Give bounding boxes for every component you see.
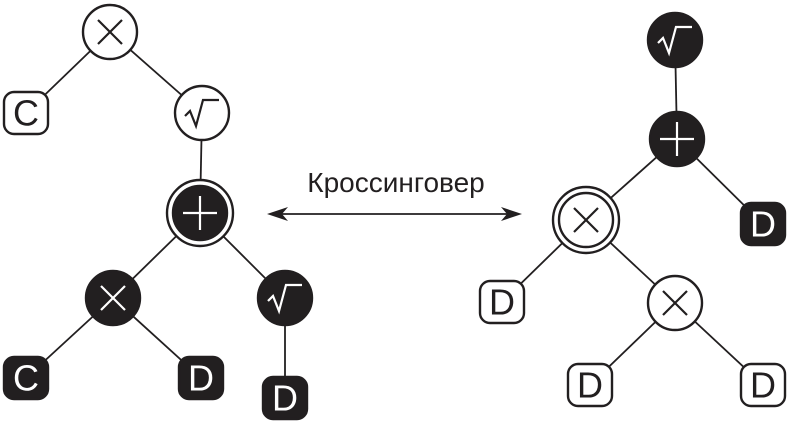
sqrt-icon	[657, 25, 692, 57]
tree-node-multiply	[81, 3, 139, 61]
sqrt-icon	[267, 283, 302, 315]
terminal-letter: D	[272, 378, 298, 419]
multiply-icon	[662, 290, 688, 316]
node-shape	[2, 90, 50, 136]
node-shape	[2, 355, 50, 401]
diagram-content: C C D D D D D D	[2, 3, 787, 421]
tree-node-letter: C	[2, 90, 50, 136]
terminal-letter: D	[750, 204, 776, 245]
tree-node-plus-selected	[165, 178, 235, 248]
sqrt-icon	[184, 98, 219, 130]
multiply-icon	[573, 207, 599, 233]
tree-node-sqrt	[256, 269, 314, 327]
arrow-head-left	[267, 207, 288, 221]
terminal-letter: D	[577, 365, 603, 406]
node-shape	[261, 375, 309, 421]
tree-node-multiply	[646, 274, 704, 332]
offspring-tree-right: D D D D	[478, 11, 787, 408]
tree-node-sqrt	[173, 84, 231, 142]
crossover-arrow	[267, 207, 522, 221]
node-shape	[478, 279, 526, 325]
node-shape	[173, 84, 231, 142]
node-shape	[739, 362, 787, 408]
parent-tree-left: C C D D	[2, 3, 314, 421]
offspring-tree-right-edges	[501, 39, 764, 386]
terminal-letter: D	[188, 358, 214, 399]
tree-node-sqrt	[646, 11, 704, 69]
node-shape	[566, 362, 614, 408]
arrow-head-right	[501, 207, 522, 221]
node-shape	[177, 355, 225, 401]
tree-node-letter: D	[739, 201, 787, 247]
terminal-letter: C	[13, 358, 39, 399]
terminal-letter: D	[750, 365, 776, 406]
node-shape	[739, 201, 787, 247]
crossover-label: Кроссинговер	[307, 167, 484, 198]
tree-node-letter: D	[261, 375, 309, 421]
tree-node-letter: D	[566, 362, 614, 408]
tree-node-multiply	[84, 269, 142, 327]
tree-node-letter: D	[478, 279, 526, 325]
multiply-icon	[97, 19, 123, 45]
terminal-letter: C	[13, 93, 39, 134]
tree-node-letter: D	[739, 362, 787, 408]
terminal-letter: D	[489, 282, 515, 323]
node-shape	[646, 11, 704, 69]
node-shape	[256, 269, 314, 327]
parent-tree-left-edges	[25, 31, 286, 398]
multiply-icon	[100, 285, 126, 311]
tree-node-letter: D	[177, 355, 225, 401]
tree-node-letter: C	[2, 355, 50, 401]
tree-node-plus	[648, 110, 706, 168]
tree-node-multiply-selected	[551, 185, 621, 255]
